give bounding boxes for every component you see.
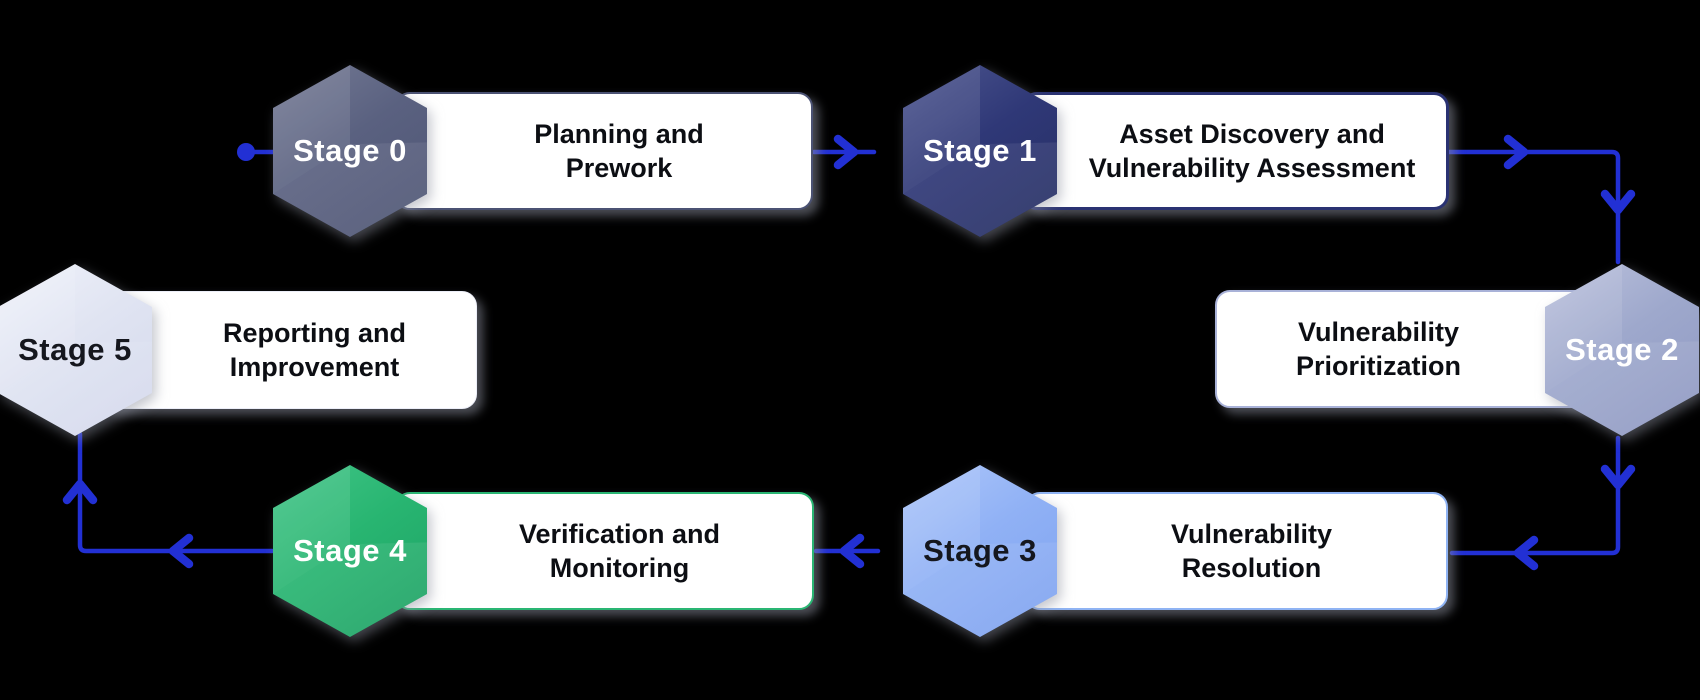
connector-stage4-to-stage5 [62, 431, 275, 569]
stage-3-card: Vulnerability Resolution [1025, 492, 1448, 610]
stage-0-card: Planning and Prework [395, 92, 813, 210]
stage-1-hexagon: Stage 1 [903, 65, 1057, 237]
stage-3-hexagon: Stage 3 [903, 465, 1057, 637]
stage-0-title: Planning and Prework [534, 119, 704, 183]
stage-5-hexagon-shape: Stage 5 [0, 264, 152, 436]
stage-2-hexagon: Stage 2 [1545, 264, 1699, 436]
stage-4-card: Verification and Monitoring [395, 492, 814, 610]
stage-4-hexagon-shape: Stage 4 [273, 465, 427, 637]
flow-start-dot [237, 143, 255, 161]
stage-4-hexagon: Stage 4 [273, 465, 427, 637]
stage-2-card: Vulnerability Prioritization [1215, 290, 1590, 408]
stage-5-card: Reporting and Improvement [100, 291, 477, 409]
stage-5-hexagon: Stage 5 [0, 264, 152, 436]
stage-1-card: Asset Discovery and Vulnerability Assess… [1022, 92, 1449, 210]
stage-1-badge: Stage 1 [923, 133, 1037, 168]
stage-1-hexagon-shape: Stage 1 [903, 65, 1057, 237]
stage-5-title: Reporting and Improvement [223, 318, 406, 382]
stage-1-title: Asset Discovery and Vulnerability Assess… [1088, 119, 1416, 183]
connector-stage1-to-stage2 [1446, 134, 1636, 265]
stage-5-badge: Stage 5 [18, 332, 132, 367]
stage-4-title: Verification and Monitoring [518, 519, 721, 583]
connector-stage3-to-stage4 [813, 533, 881, 569]
stage-2-title: Vulnerability Prioritization [1295, 317, 1461, 381]
stage-3-hexagon-shape: Stage 3 [903, 465, 1057, 637]
connector-stage0-to-stage1 [811, 134, 877, 170]
stage-2-hexagon-shape: Stage 2 [1545, 264, 1699, 436]
connector-stage2-to-stage3 [1449, 435, 1636, 571]
stage-3-title: Vulnerability Resolution [1170, 519, 1333, 583]
stage-0-hexagon-shape: Stage 0 [273, 65, 427, 237]
stage-0-badge: Stage 0 [293, 133, 407, 168]
stage-2-badge: Stage 2 [1565, 332, 1679, 367]
stage-4-badge: Stage 4 [293, 533, 407, 568]
stage-0-hexagon: Stage 0 [273, 65, 427, 237]
stage-3-badge: Stage 3 [923, 533, 1037, 568]
